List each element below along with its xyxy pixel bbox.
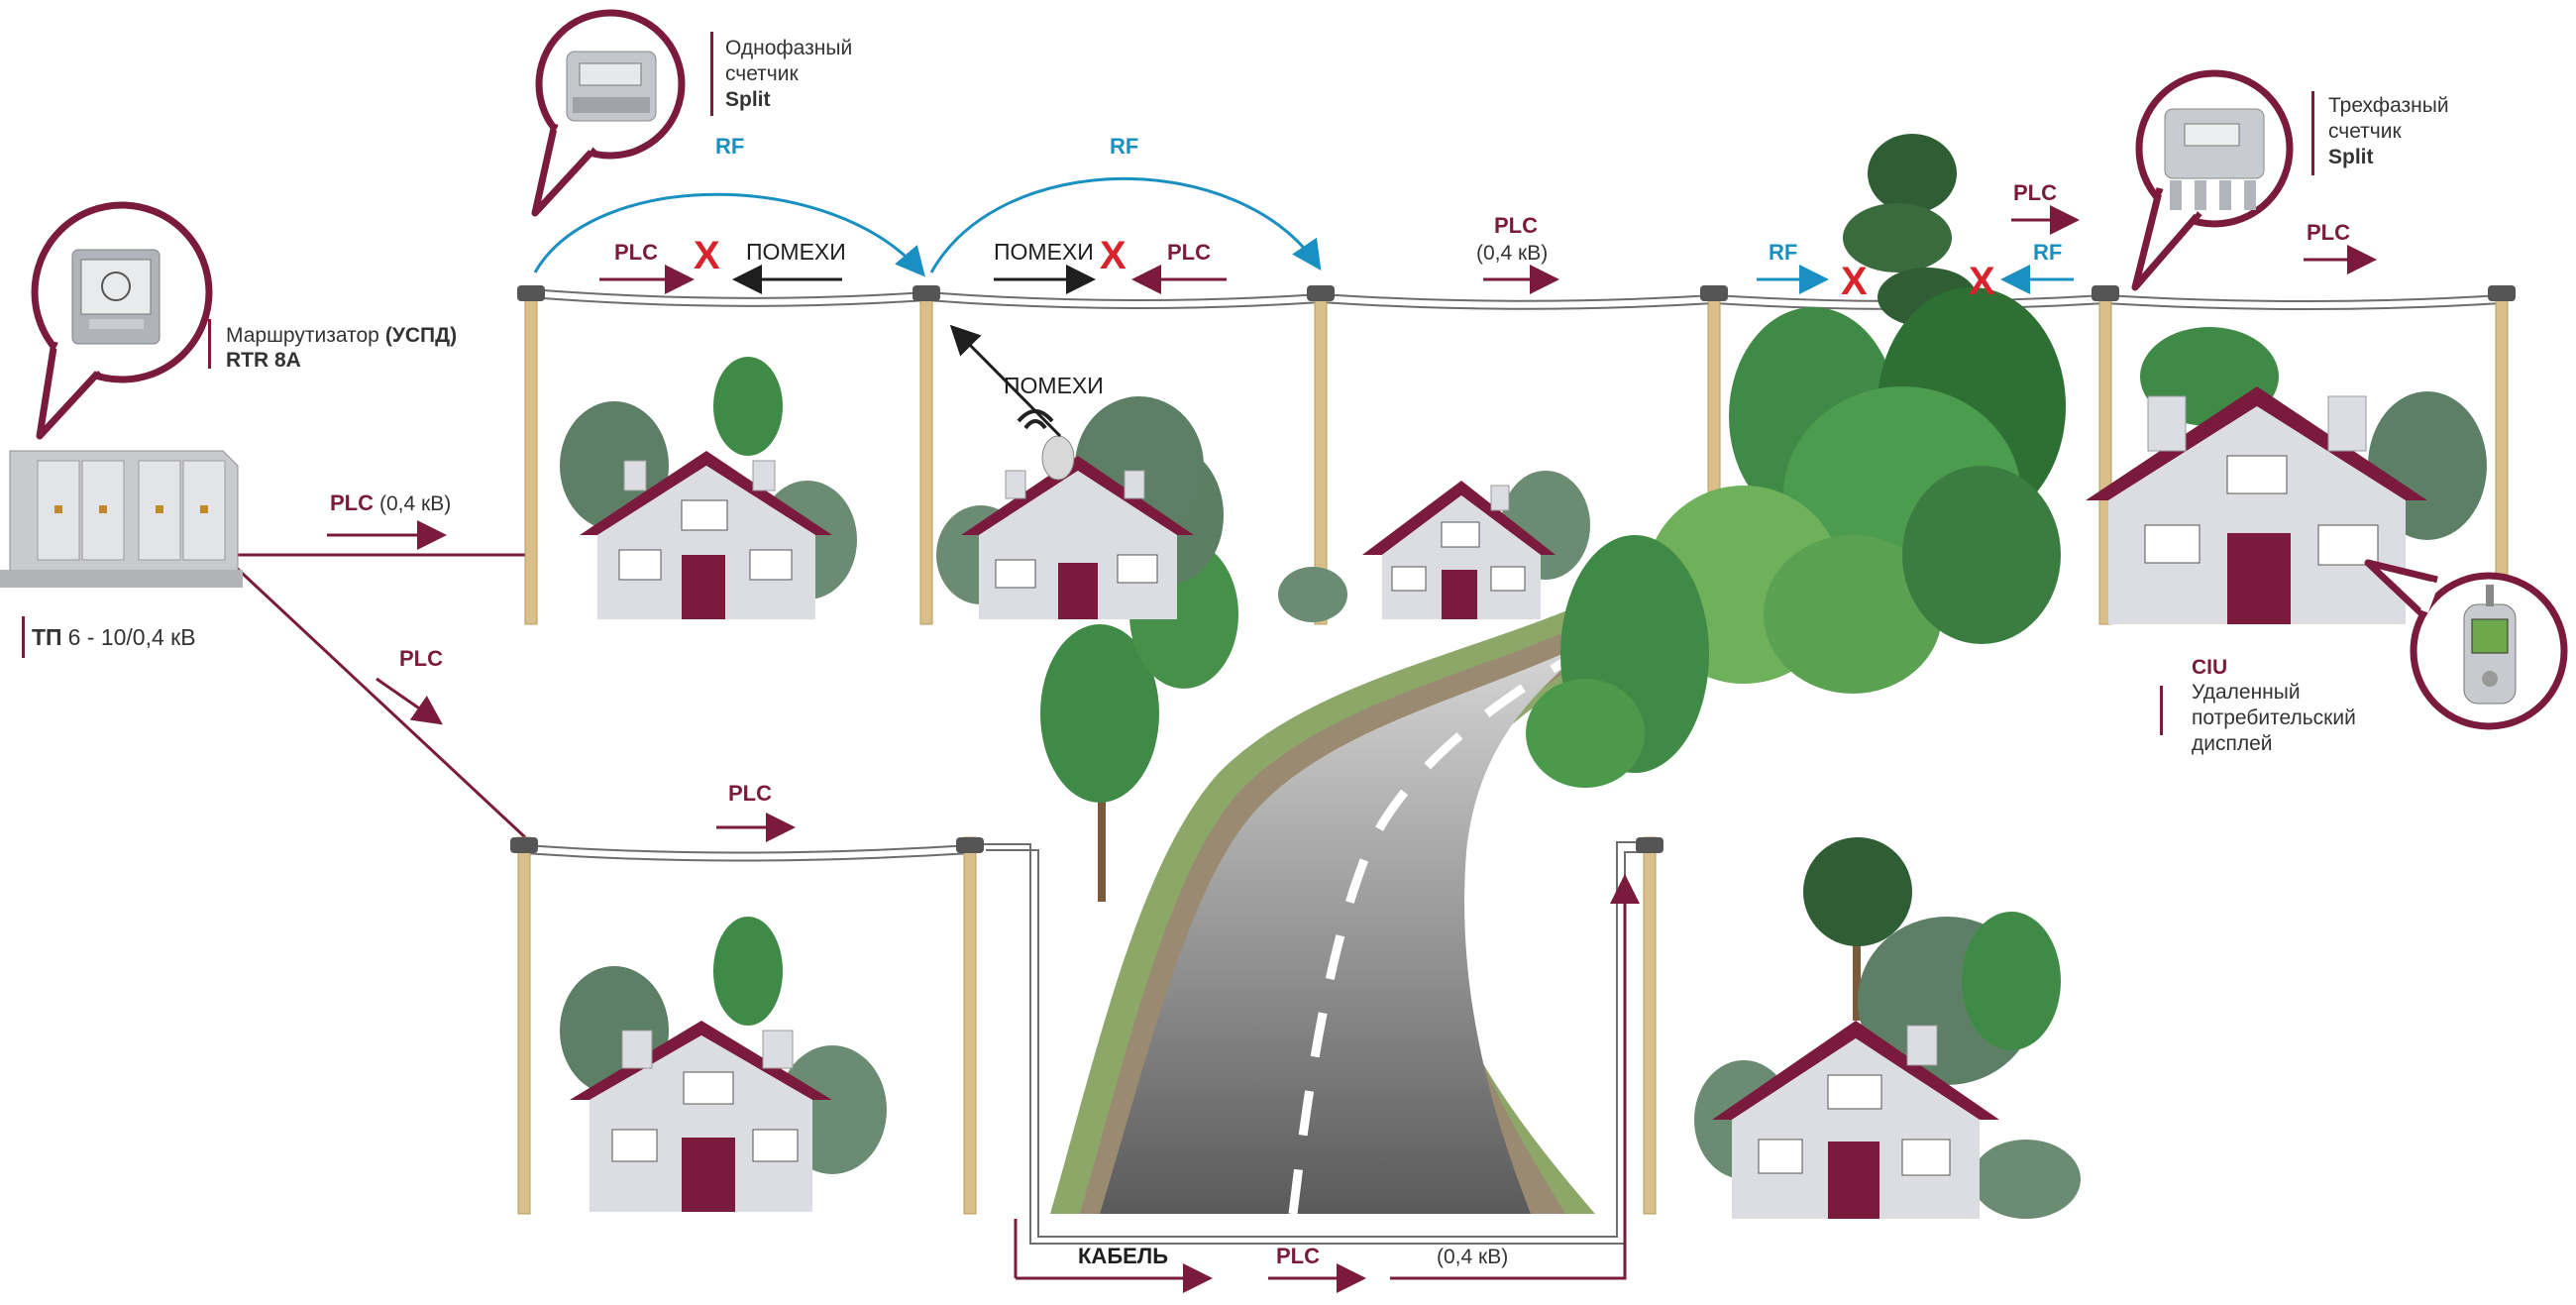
svg-text:X: X (694, 234, 720, 277)
router-model: RTR 8A (226, 349, 301, 372)
ciu-label-2: Удаленный (2192, 681, 2301, 704)
single-meter-label: Однофазный (725, 37, 852, 59)
plc-label: PLC (728, 781, 772, 806)
plc-label: PLC (399, 646, 443, 671)
rf-label: RF (1110, 134, 1138, 159)
plc-label: PLC (1167, 240, 1211, 265)
tp-label-bold: ТП (32, 624, 62, 650)
svg-text:X: X (1841, 260, 1868, 303)
rf-label: RF (1769, 240, 1797, 265)
interference-label: ПОМЕХИ (746, 239, 846, 265)
ciu-callout (2368, 563, 2564, 726)
plc-label: PLC (330, 490, 374, 515)
tp-label-rest: 6 - 10/0,4 кВ (68, 624, 196, 650)
voltage-label: (0,4 кВ) (379, 492, 451, 515)
svg-text:X: X (1969, 260, 1995, 303)
plc-label: PLC (614, 240, 658, 265)
three-meter-callout (2135, 73, 2290, 287)
three-meter-label: Трехфазный (2328, 94, 2449, 117)
router-callout (35, 205, 209, 436)
interference-arrows (738, 279, 1090, 436)
three-meter-model: Split (2328, 146, 2374, 168)
three-meter-label-2: счетчик (2328, 120, 2402, 143)
ciu-label-4: дисплей (2192, 732, 2273, 755)
interference-label: ПОМЕХИ (994, 239, 1094, 265)
rf-label: RF (2033, 240, 2062, 265)
plc-label: PLC (1276, 1244, 1320, 1268)
single-meter-callout (535, 13, 682, 213)
plc-label: PLC (2307, 220, 2350, 245)
router-label-bold: (УСПД) (385, 324, 457, 347)
transformer-icon (0, 451, 243, 588)
rf-label: RF (715, 134, 744, 159)
cable-label: КАБЕЛЬ (1078, 1244, 1168, 1268)
svg-text:X: X (1100, 234, 1127, 277)
meter-icon (567, 52, 656, 121)
ciu-label-3: потребительский (2192, 707, 2356, 729)
router-label: Маршрутизатор (УСПД) (226, 324, 457, 347)
single-meter-label-2: счетчик (725, 62, 799, 85)
voltage-label: (0,4 кВ) (1437, 1246, 1508, 1268)
single-meter-model: Split (725, 88, 771, 111)
ciu-label: CIU (2192, 656, 2227, 679)
router-label-line1: Маршрутизатор (226, 324, 379, 347)
plc-label: PLC (2013, 180, 2057, 205)
plc-label: PLC (1494, 213, 1538, 238)
voltage-label: (0,4 кВ) (1476, 242, 1548, 265)
interference-label: ПОМЕХИ (1004, 373, 1104, 398)
router-icon (72, 250, 160, 344)
